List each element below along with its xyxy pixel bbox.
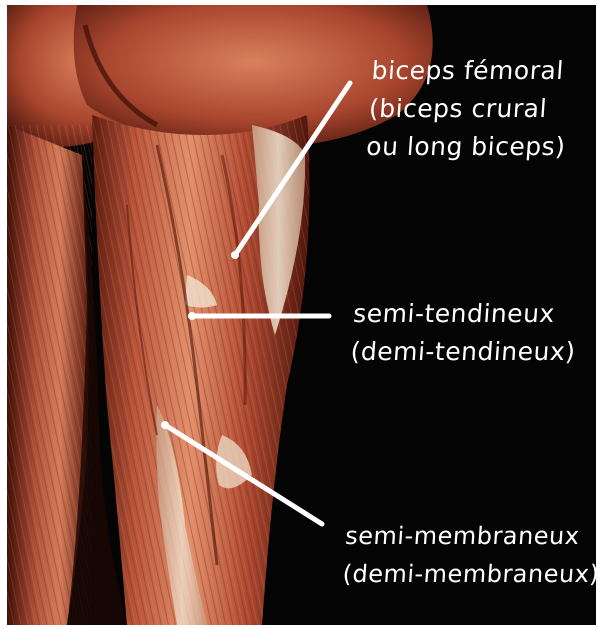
pointer-dot-semi-tendineux: [188, 312, 196, 320]
label-semi-tendineux-line-1: semi-tendineux: [352, 295, 579, 333]
label-biceps-line-2: (biceps crural: [368, 90, 570, 128]
label-semi-tendineux-line-2: (demi-tendineux): [349, 333, 576, 371]
label-biceps-femoral: biceps fémoral (biceps crural ou long bi…: [365, 52, 572, 166]
label-semi-membraneux-line-1: semi-membraneux: [344, 517, 596, 555]
diagram-frame: biceps fémoral (biceps crural ou long bi…: [7, 5, 596, 625]
label-semi-membraneux-line-2: (demi-membraneux): [341, 555, 596, 593]
label-biceps-line-1: biceps fémoral: [370, 52, 572, 90]
pointer-dot-biceps: [231, 251, 239, 259]
label-semi-tendineux: semi-tendineux (demi-tendineux): [349, 295, 579, 371]
pointer-dot-semi-membraneux: [161, 421, 169, 429]
label-semi-membraneux: semi-membraneux (demi-membraneux): [341, 517, 596, 593]
label-biceps-line-3: ou long biceps): [365, 128, 567, 166]
